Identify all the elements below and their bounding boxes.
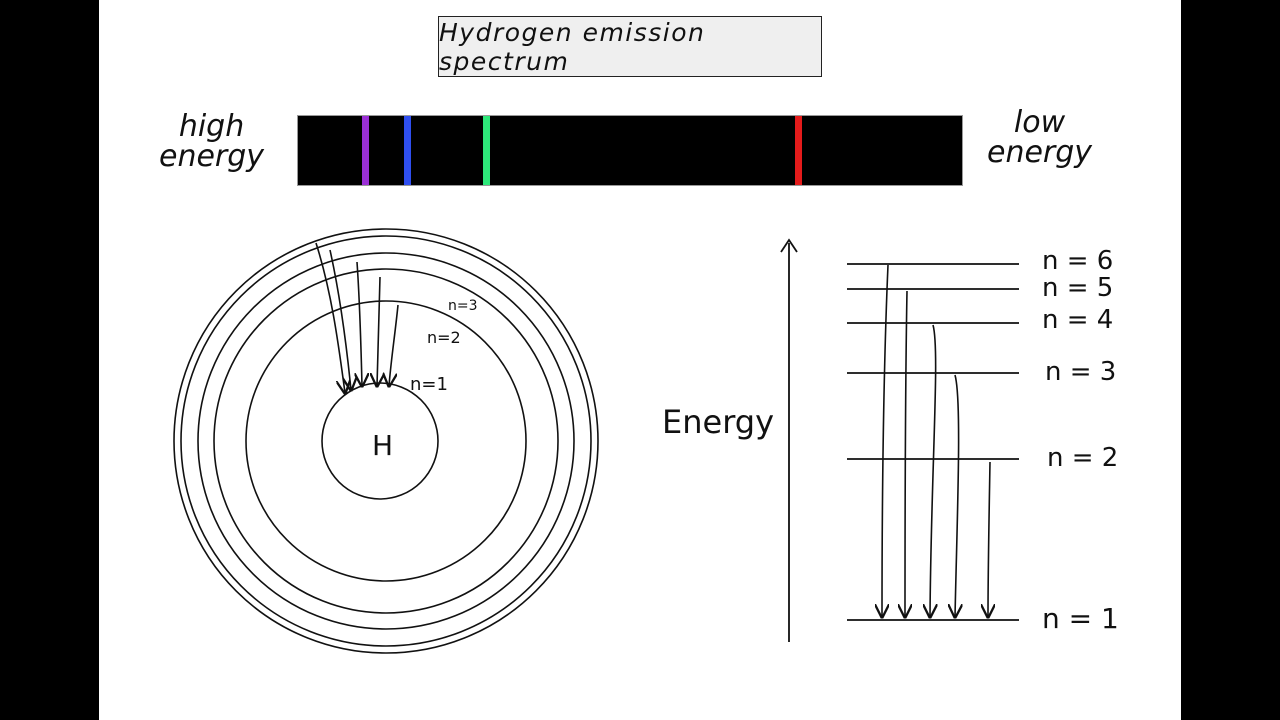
ring-label-n2: n=2 [427, 328, 461, 347]
energy-axis [780, 238, 798, 642]
level-label-n5: n = 5 [1042, 273, 1113, 303]
high-energy-label: high energy [159, 112, 264, 172]
atom-arrow-4-1 [357, 261, 362, 386]
orbit-4 [197, 252, 575, 630]
atom-arrow-6-1 [315, 242, 345, 393]
high-energy-label-line1: high [178, 109, 245, 144]
orbit-6 [173, 228, 599, 654]
energy-arrow-5-1 [905, 290, 907, 617]
high-energy-label-line2: energy [159, 139, 265, 174]
spectral-line-blue [404, 116, 411, 185]
energy-arrow-4-1 [930, 324, 936, 617]
orbit-5 [180, 235, 592, 647]
nucleus-label: H [372, 429, 393, 462]
atom-arrow-3-1 [377, 276, 380, 386]
orbit-3 [213, 268, 559, 614]
low-energy-label: low energy [987, 108, 1092, 168]
spectral-line-red [795, 116, 802, 185]
level-label-n2: n = 2 [1047, 443, 1118, 473]
atom-arrow-5-1 [329, 249, 351, 390]
atom-arrow-2-1 [389, 304, 399, 386]
diagram-svg: H n=1 n=2 n=3 Energy n = 6 n = 5 n = 4 n… [173, 228, 1119, 654]
energy-arrow-3-1 [955, 374, 959, 617]
orbit-2 [245, 300, 527, 582]
low-energy-label-line1: low [1013, 105, 1066, 140]
energy-arrow-2-1 [988, 461, 990, 617]
ring-label-n1: n=1 [410, 374, 448, 395]
spectrum-bar [297, 115, 963, 186]
canvas-page: Hydrogen emission spectrum high energy l… [99, 0, 1181, 720]
level-label-n3: n = 3 [1045, 357, 1116, 387]
energy-levels [847, 263, 1019, 621]
low-energy-label-line2: energy [987, 135, 1093, 170]
spectral-line-violet [362, 116, 369, 185]
title-box: Hydrogen emission spectrum [438, 16, 822, 77]
energy-arrow-6-1 [882, 264, 888, 617]
spectral-line-green [483, 116, 490, 185]
page-title: Hydrogen emission spectrum [439, 17, 706, 76]
ring-label-n3: n=3 [448, 298, 478, 314]
energy-axis-label: Energy [662, 403, 774, 441]
level-label-n4: n = 4 [1042, 305, 1113, 335]
level-label-n1: n = 1 [1042, 602, 1119, 635]
level-label-n6: n = 6 [1042, 246, 1113, 276]
atom-transition-arrows [315, 242, 399, 393]
atom-model [173, 228, 599, 654]
energy-transition-arrows [882, 264, 990, 617]
